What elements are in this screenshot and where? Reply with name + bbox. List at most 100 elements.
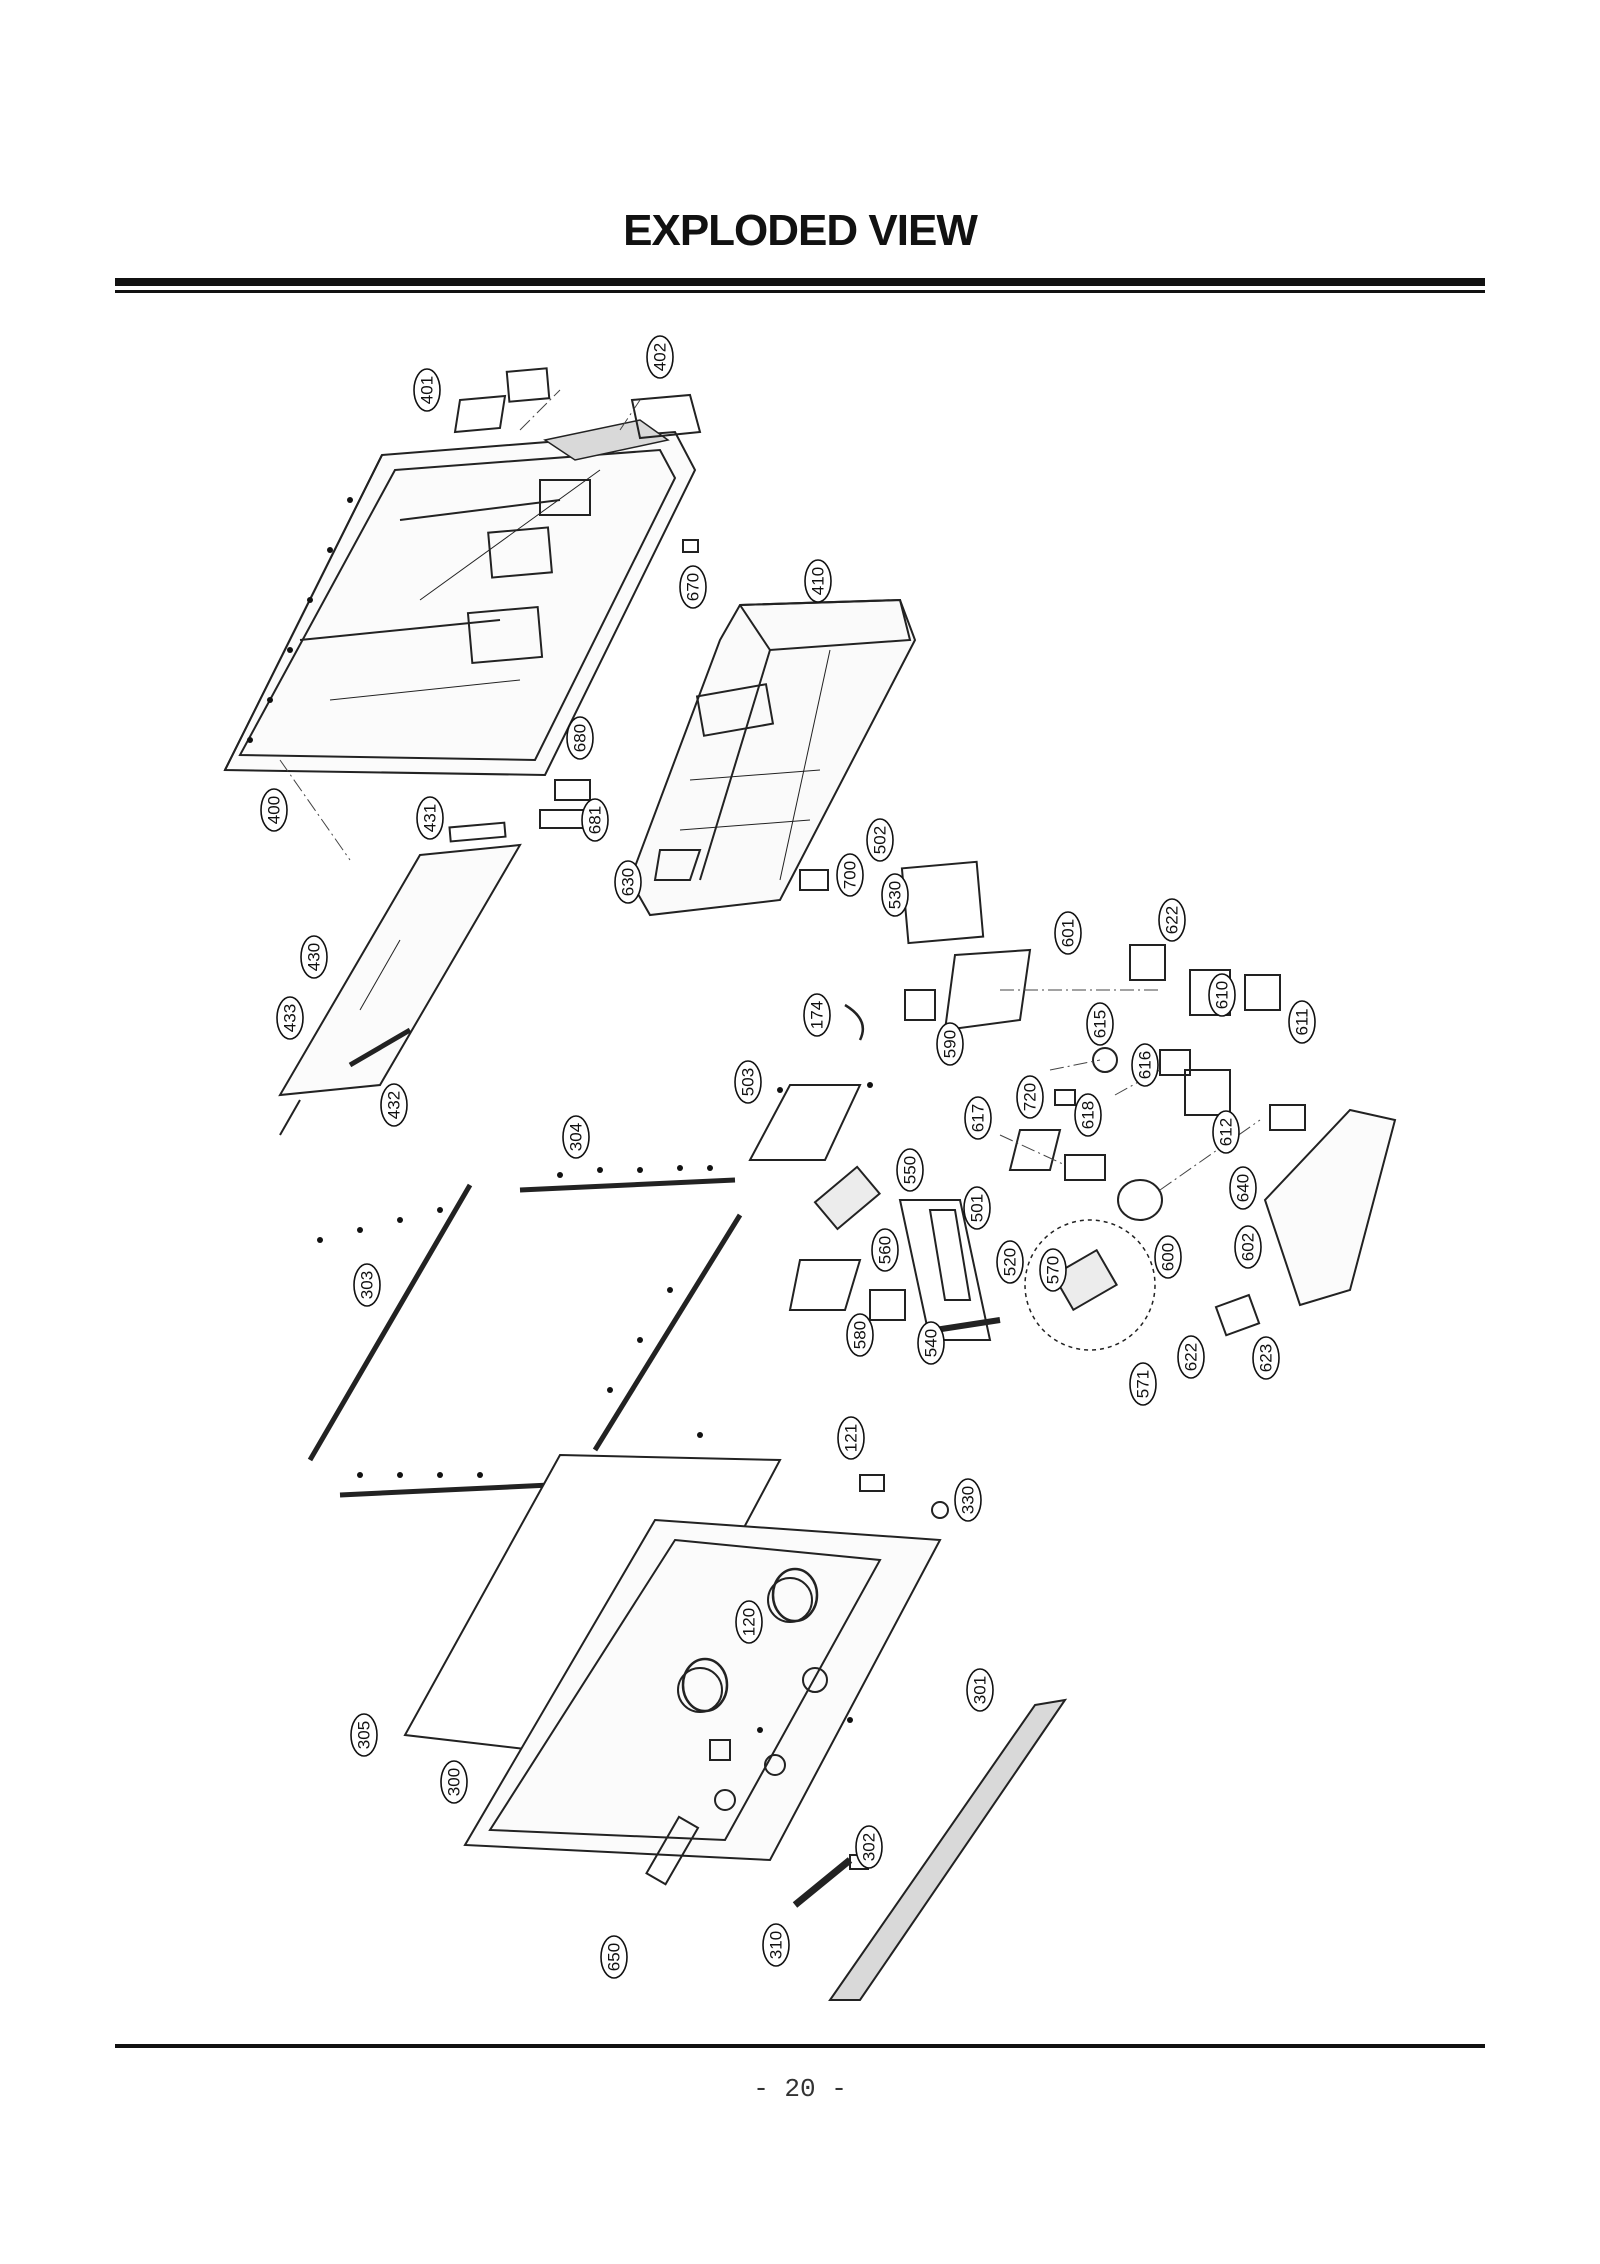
part-callout: 121 — [837, 1416, 865, 1460]
part-front-cabinet — [463, 1518, 942, 1862]
callout-bubble — [836, 853, 864, 897]
part-callout: 501 — [963, 1186, 991, 1230]
callout-number: 612 — [1217, 1118, 1236, 1146]
part-callout: 600 — [1154, 1235, 1182, 1279]
part-callout: 560 — [871, 1228, 899, 1272]
part-callout: 304 — [562, 1115, 590, 1159]
callout-number: 120 — [740, 1608, 759, 1636]
part-sensor-330 — [931, 1501, 949, 1519]
part-cover-618 — [1064, 1154, 1106, 1181]
part-rail-304 — [519, 1177, 736, 1193]
callout-bubble — [1212, 1110, 1240, 1154]
part-callout: 303 — [353, 1263, 381, 1307]
callout-bubble — [963, 1186, 991, 1230]
callout-number: 580 — [851, 1321, 870, 1349]
part-lens-570 — [1051, 1248, 1119, 1312]
callout-number: 630 — [619, 868, 638, 896]
callout-number: 305 — [355, 1721, 374, 1749]
part-frame-501 — [928, 1209, 972, 1301]
callout-bubble — [1131, 1043, 1159, 1087]
part-main-board-602 — [1263, 1108, 1397, 1307]
part-bracket-630 — [653, 849, 702, 881]
callout-bubble — [1252, 1336, 1280, 1380]
part-frame-601 — [943, 948, 1032, 1032]
part-rail-bottom — [339, 1482, 551, 1498]
part-cover-402 — [630, 393, 702, 440]
callout-number: 601 — [1059, 919, 1078, 947]
part-callout: 570 — [1039, 1248, 1067, 1292]
callout-number: 303 — [358, 1271, 377, 1299]
callout-bubble — [276, 996, 304, 1040]
callout-bubble — [896, 1148, 924, 1192]
part-board-700 — [799, 869, 829, 891]
part-fan-623 — [1214, 1293, 1261, 1337]
callout-number: 530 — [886, 881, 905, 909]
part-callout: 622 — [1158, 898, 1186, 942]
callout-number: 401 — [418, 376, 437, 404]
callout-bubble — [1154, 1235, 1182, 1279]
callout-bubble — [855, 1825, 883, 1869]
callout-bubble — [440, 1760, 468, 1804]
part-bracket-560 — [788, 1259, 862, 1311]
callout-bubble — [1016, 1075, 1044, 1119]
callout-bubble — [964, 1096, 992, 1140]
part-callout: 720 — [1016, 1075, 1044, 1119]
callout-bubble — [350, 1713, 378, 1757]
part-speaker — [681, 1567, 819, 1713]
header-rule-thin — [115, 290, 1485, 293]
callout-bubble — [734, 1060, 762, 1104]
callout-bubble — [1177, 1335, 1205, 1379]
callout-bubble — [646, 335, 674, 379]
part-board-680 — [554, 779, 591, 801]
callout-bubble — [679, 565, 707, 609]
callout-bubble — [866, 818, 894, 862]
callout-number: 520 — [1001, 1248, 1020, 1276]
callout-number: 174 — [808, 1001, 827, 1029]
part-bracket-small — [505, 367, 551, 403]
callout-bubble — [846, 1313, 874, 1357]
screws — [247, 497, 873, 1733]
callout-number: 611 — [1293, 1008, 1312, 1035]
callout-number: 300 — [445, 1768, 464, 1796]
part-bracket-432 — [348, 1027, 412, 1068]
part-callout: 302 — [855, 1825, 883, 1869]
part-callout: 310 — [762, 1923, 790, 1967]
callout-number: 670 — [684, 573, 703, 601]
callout-bubble — [1086, 1002, 1114, 1046]
callout-number: 433 — [281, 1004, 300, 1032]
part-plate-503 — [748, 1084, 862, 1161]
part-callout: 616 — [1131, 1043, 1159, 1087]
part-bracket-670 — [682, 539, 699, 553]
callout-number: 560 — [876, 1236, 895, 1264]
part-callout: 430 — [300, 935, 328, 979]
callout-bubble — [260, 788, 288, 832]
part-callout: 580 — [846, 1313, 874, 1357]
part-keypad-310 — [792, 1857, 853, 1908]
callout-number: 720 — [1021, 1083, 1040, 1111]
callout-bubble — [762, 1923, 790, 1967]
part-lens-600 — [1117, 1179, 1163, 1221]
part-callout: 520 — [996, 1240, 1024, 1284]
part-callout: 174 — [803, 993, 831, 1037]
part-callout: 622 — [1177, 1335, 1205, 1379]
part-board-640 — [1269, 1104, 1306, 1131]
callout-number: 301 — [971, 1676, 990, 1704]
part-block-612 — [1184, 1069, 1231, 1116]
callout-number: 502 — [871, 826, 890, 854]
part-callout: 615 — [1086, 1002, 1114, 1046]
part-switch-121 — [859, 1474, 885, 1492]
callout-bubble — [1288, 1000, 1316, 1044]
callout-number: 640 — [1234, 1174, 1253, 1202]
part-callout: 630 — [614, 860, 642, 904]
callout-number: 700 — [841, 861, 860, 889]
part-callout: 120 — [735, 1600, 763, 1644]
part-callout: 330 — [954, 1478, 982, 1522]
part-callout: 623 — [1252, 1336, 1280, 1380]
callout-bubble — [581, 798, 609, 842]
part-callout: 640 — [1229, 1166, 1257, 1210]
part-block-720 — [1054, 1089, 1076, 1106]
callout-bubble — [996, 1240, 1024, 1284]
part-board-650 — [645, 1815, 700, 1886]
part-callout: 550 — [896, 1148, 924, 1192]
callout-number: 550 — [901, 1156, 920, 1184]
